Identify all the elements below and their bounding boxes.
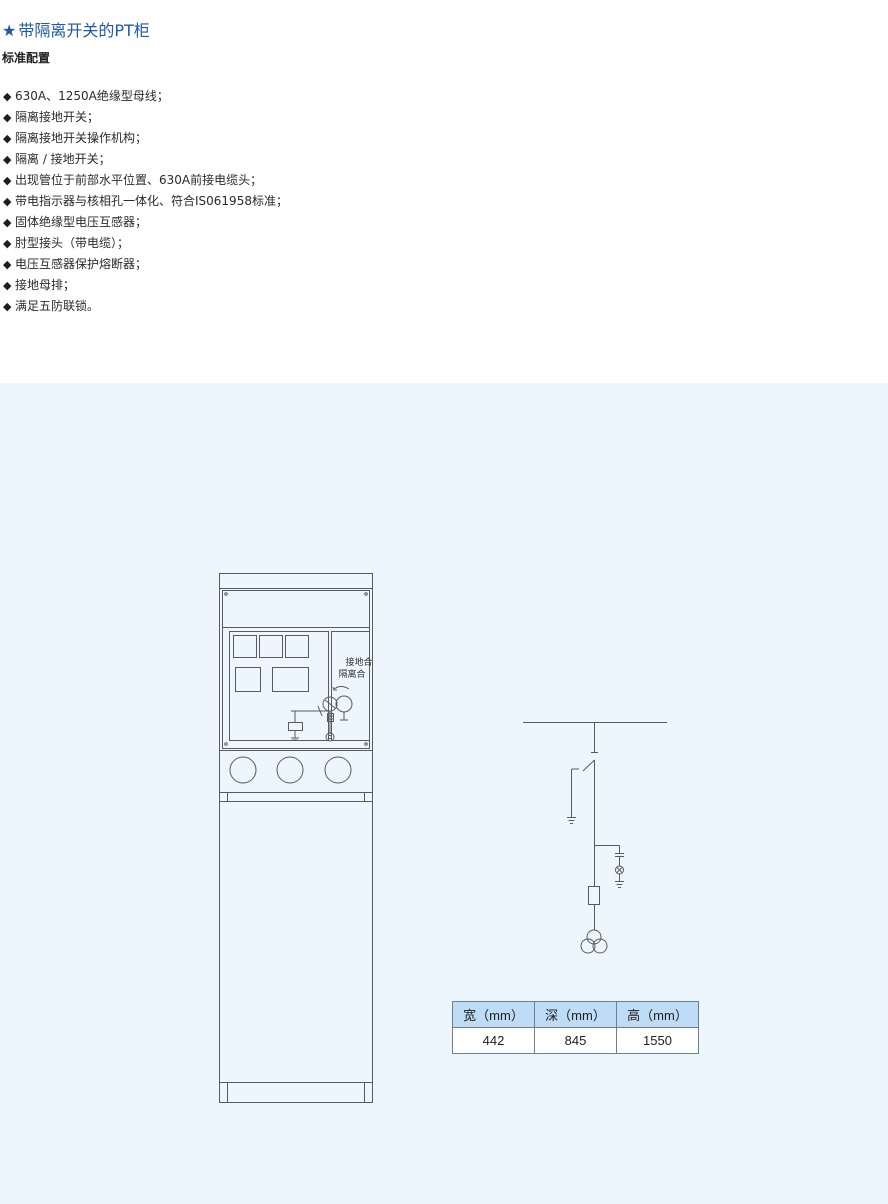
screw-icon [224, 592, 228, 596]
mimic-line [317, 705, 323, 717]
lamp-icon [616, 866, 623, 874]
table-row: 442 845 1550 [452, 1027, 699, 1054]
feature-text: 出现管位于前部水平位置、630A前接电缆头； [15, 173, 263, 187]
feature-item: ◆出现管位于前部水平位置、630A前接电缆头； [3, 170, 288, 191]
drawing-panel [0, 383, 888, 1204]
feature-text: 满足五防联锁。 [15, 299, 100, 313]
operating-hole-icon [324, 699, 336, 709]
diamond-bullet-icon: ◆ [3, 258, 12, 271]
cable-inspection-window [324, 756, 352, 784]
mimic-label-earth: 接地合 [345, 656, 372, 668]
cable-inspection-window [276, 756, 304, 784]
page-title-text: 带隔离开关的PT柜 [18, 21, 150, 40]
feature-item: ◆满足五防联锁。 [3, 296, 288, 317]
transformer-icon [592, 938, 608, 954]
feature-item: ◆隔离接地开关操作机构； [3, 128, 288, 149]
width-value: 442 [452, 1027, 535, 1054]
pt-symbol [288, 722, 303, 731]
handle-icon [325, 732, 335, 742]
meter-window [285, 635, 309, 658]
feature-item: ◆带电指示器与核相孔一体化、符合IS061958标准； [3, 191, 288, 212]
fuse-symbol [327, 713, 334, 722]
diamond-bullet-icon: ◆ [3, 237, 12, 250]
feature-text: 接地母排； [15, 278, 76, 292]
diamond-bullet-icon: ◆ [3, 216, 12, 229]
feature-text: 电压互感器保护熔断器； [15, 257, 148, 271]
feature-item: ◆固体绝缘型电压互感器； [3, 212, 288, 233]
feature-list: ◆630A、1250A绝缘型母线； ◆隔离接地开关； ◆隔离接地开关操作机构； … [3, 86, 288, 317]
star-icon: ★ [2, 21, 17, 40]
feature-text: 隔离 / 接地开关； [15, 152, 111, 166]
transformer-icon [580, 938, 596, 954]
indicator-window [235, 667, 261, 692]
dimensions-table: 宽（mm） 深（mm） 高（mm） 442 845 1550 [452, 1001, 699, 1054]
cabinet-front-view [219, 573, 373, 1103]
height-value: 1550 [616, 1027, 699, 1054]
diamond-bullet-icon: ◆ [3, 174, 12, 187]
meter-window [259, 635, 283, 658]
height-header: 高（mm） [616, 1001, 699, 1028]
diamond-bullet-icon: ◆ [3, 90, 12, 103]
diamond-bullet-icon: ◆ [3, 300, 12, 313]
feature-item: ◆隔离接地开关； [3, 107, 288, 128]
page-title: ★带隔离开关的PT柜 [2, 17, 150, 41]
depth-header: 深（mm） [534, 1001, 617, 1028]
single-line-diagram [523, 722, 667, 954]
feature-text: 固体绝缘型电压互感器； [15, 215, 148, 229]
diamond-bullet-icon: ◆ [3, 111, 12, 124]
indicator-window [272, 667, 309, 692]
screw-icon [364, 592, 368, 596]
meter-window [233, 635, 257, 658]
feature-item: ◆肘型接头（带电缆）； [3, 233, 288, 254]
feature-item: ◆电压互感器保护熔断器； [3, 254, 288, 275]
table-header-row: 宽（mm） 深（mm） 高（mm） [452, 1001, 699, 1028]
diamond-bullet-icon: ◆ [3, 195, 12, 208]
feature-text: 隔离接地开关； [15, 110, 100, 124]
handle-icon [327, 734, 333, 740]
instrument-area [229, 631, 329, 741]
operating-hole-icon [335, 695, 353, 713]
cable-inspection-window [229, 756, 257, 784]
rotation-arrow-icon [332, 686, 337, 691]
feature-item: ◆隔离 / 接地开关； [3, 149, 288, 170]
diamond-bullet-icon: ◆ [3, 279, 12, 292]
depth-value: 845 [534, 1027, 617, 1054]
feature-text: 630A、1250A绝缘型母线； [15, 89, 169, 103]
diamond-bullet-icon: ◆ [3, 132, 12, 145]
fuse-icon [588, 886, 600, 905]
feature-item: ◆630A、1250A绝缘型母线； [3, 86, 288, 107]
diamond-bullet-icon: ◆ [3, 153, 12, 166]
feature-text: 肘型接头（带电缆）； [15, 236, 130, 250]
isolator-blade-icon [582, 759, 595, 772]
section-subtitle: 标准配置 [2, 51, 51, 65]
rotation-arrow-icon [333, 686, 350, 690]
feature-text: 带电指示器与核相孔一体化、符合IS061958标准； [15, 194, 288, 208]
feature-item: ◆接地母排； [3, 275, 288, 296]
feature-text: 隔离接地开关操作机构； [15, 131, 148, 145]
transformer-icon [586, 929, 602, 945]
screw-icon [364, 742, 368, 746]
screw-icon [224, 742, 228, 746]
mimic-label-isolate: 隔离合 [338, 668, 365, 680]
width-header: 宽（mm） [452, 1001, 535, 1028]
mimic-area [331, 631, 370, 741]
cabinet-outline [219, 573, 373, 1103]
